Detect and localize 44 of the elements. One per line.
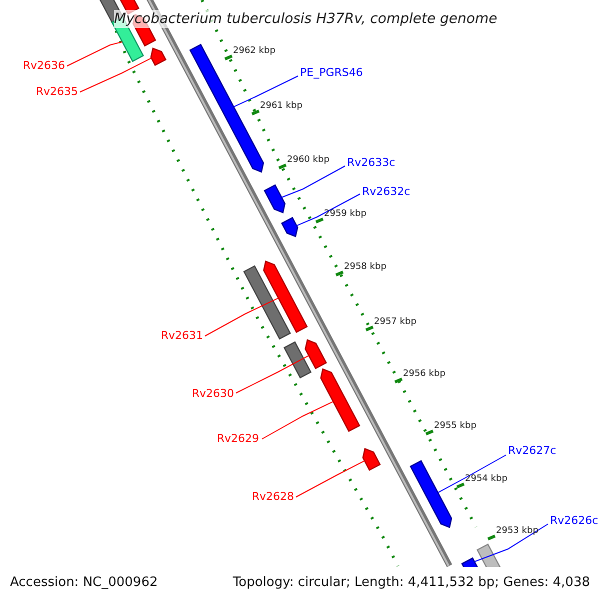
gene-label: Rv2627c (508, 445, 556, 456)
gene-bar (264, 184, 286, 214)
gene-label: Rv2632c (362, 186, 410, 197)
gene-bar (280, 216, 298, 238)
gene-bar (150, 48, 166, 66)
leader-line (262, 401, 334, 440)
gene-bar (243, 265, 292, 340)
gene-bar (283, 341, 312, 379)
leader-line (281, 166, 346, 198)
leader-line (296, 460, 365, 498)
gene-label: Rv2631 (160, 330, 203, 341)
gene-label: Rv2630 (192, 388, 234, 399)
gene-bar (410, 460, 452, 528)
leader-line (233, 76, 298, 108)
map-title: Mycobacterium tuberculosis H37Rv, complete genome (114, 10, 498, 28)
gene-bar (304, 339, 328, 370)
scale-label: 2961 kbp (260, 102, 302, 111)
footer-text: Topology: circular; Length: 4,411,532 bp; Genes: 4,038 (232, 576, 590, 589)
gene-label: Rv2636 (22, 60, 65, 71)
gene-label: Rv2628 (252, 491, 294, 502)
scale-label: 2955 kbp (434, 422, 476, 431)
scale-label: 2953 kbp (496, 527, 538, 536)
leader-line (204, 298, 279, 336)
scale-label: 2962 kbp (233, 47, 276, 56)
gene-bar (263, 260, 308, 334)
leader-line (66, 41, 123, 66)
gene-bar (362, 448, 381, 471)
gene-label: Rv2633c (347, 157, 396, 168)
leader-line (438, 454, 506, 494)
scale-label: 2958 kbp (344, 263, 386, 272)
gene-label: Rv2635 (36, 86, 78, 97)
gene-label: Rv2626c (550, 515, 598, 526)
gene-bar (320, 368, 360, 432)
scale-label: 2954 kbp (465, 475, 508, 484)
leader-line (236, 355, 310, 394)
gene-label: PE_PGRS46 (300, 67, 363, 78)
scale-label: 2960 kbp (287, 156, 330, 165)
scale-label: 2956 kbp (403, 370, 446, 379)
leader-line (80, 58, 152, 92)
leader-line (296, 194, 360, 226)
scale-label: 2959 kbp (324, 210, 366, 219)
gene-label: Rv2629 (216, 433, 259, 444)
footer-text: Accession: NC_000962 (10, 576, 158, 589)
scale-label: 2957 kbp (374, 318, 416, 327)
